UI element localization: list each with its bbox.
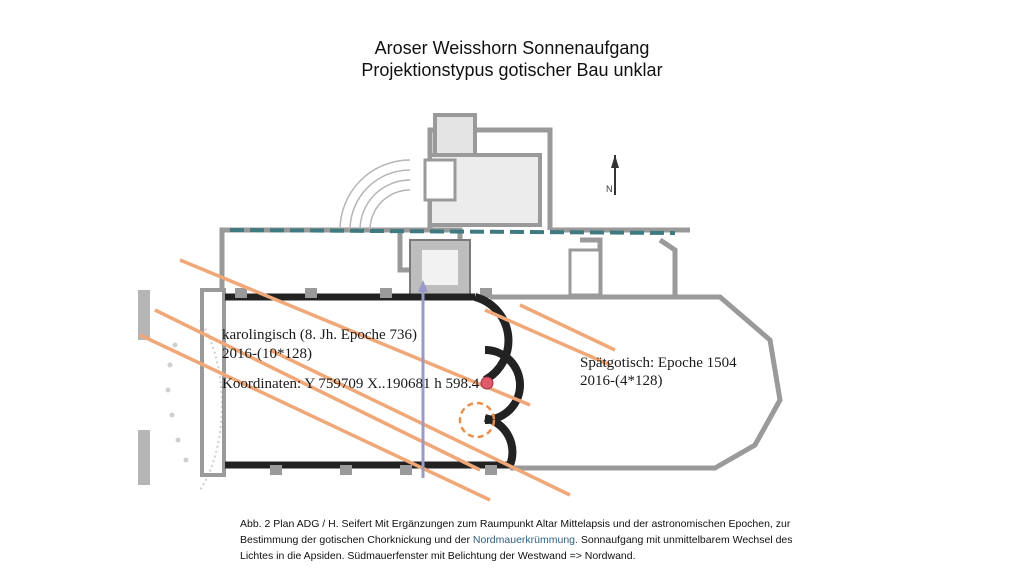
title-line-2: Projektionstypus gotischer Bau unklar (361, 60, 663, 80)
figure-caption: Abb. 2 Plan ADG / H. Seifert Mit Ergänzu… (240, 516, 820, 564)
label-karolingisch-2: 2016-(10*128) (222, 346, 312, 362)
choir-bend-marker (458, 401, 496, 439)
east-annex-room (568, 248, 602, 297)
caption-text-2: Sonnaufgang mit unmittelbarem Wechsel de… (240, 534, 793, 562)
apse-north (473, 293, 513, 384)
left-wall-fragment-top (138, 290, 150, 340)
west-wall (200, 288, 226, 477)
label-spaetgotisch-1: Spätgotisch: Epoche 1504 (580, 355, 737, 371)
altar-point (480, 376, 494, 390)
sunrise-ray-3 (179, 258, 531, 407)
sunrise-ray-1 (139, 333, 491, 502)
steps-arc (339, 159, 411, 231)
north-label: N (606, 184, 613, 194)
sunrise-ray-6 (269, 348, 571, 497)
label-spaetgotisch-2: 2016-(4*128) (580, 373, 663, 389)
stair (423, 158, 457, 202)
tower-top (433, 113, 477, 157)
caption-highlight: Nordmauerkrümmung. (472, 534, 578, 546)
apse-south (483, 414, 517, 467)
label-karolingisch-1: karolingisch (8. Jh. Epoche 736) (222, 327, 417, 343)
north-arrow-icon: N (606, 155, 619, 195)
faint-apse-fragment (199, 319, 223, 491)
label-koordinaten: Koordinaten: Y 759709 X..190681 h 598.4 (222, 376, 480, 392)
north-dashed-line (229, 228, 676, 235)
left-wall-fragment-bottom (138, 430, 150, 485)
caption-text-1: Abb. 2 Plan ADG / H. Seifert Mit Ergänzu… (240, 518, 791, 546)
apse-middle (484, 346, 524, 424)
faint-dots (165, 342, 189, 463)
title-line-1: Aroser Weisshorn Sonnenaufgang (374, 38, 650, 58)
sunrise-rays (139, 258, 616, 502)
tower-core-inner (422, 250, 458, 285)
sunrise-ray-4 (484, 308, 611, 367)
north-axis-arrowhead (418, 280, 428, 292)
wall-piers (235, 288, 497, 475)
sunrise-ray-2 (154, 308, 481, 472)
church-floor-plan: N (130, 110, 800, 505)
sunrise-ray-5 (519, 303, 616, 352)
